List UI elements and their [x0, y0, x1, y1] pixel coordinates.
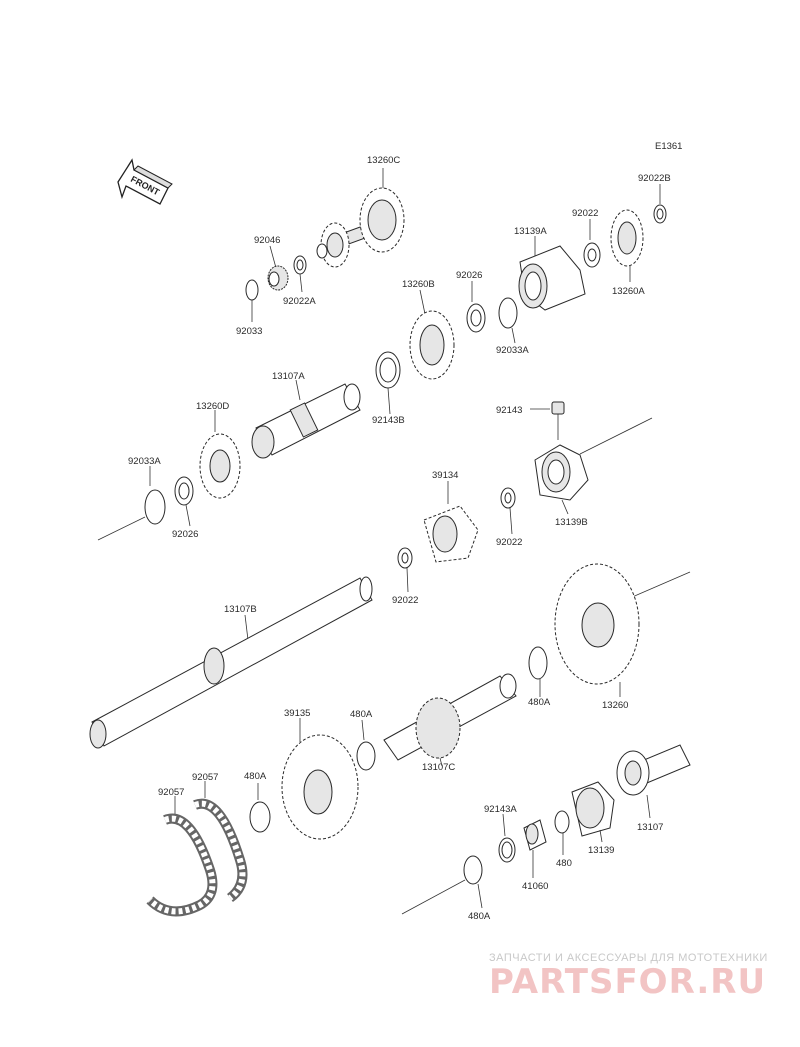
front-arrow-icon: FRONT [117, 158, 173, 205]
label-13139a: 13139A [514, 226, 547, 237]
label-13107: 13107 [637, 822, 663, 833]
label-39134: 39134 [432, 470, 458, 481]
part-92046-bearing [267, 245, 289, 291]
label-13107b: 13107B [224, 604, 257, 615]
label-13260a: 13260A [612, 286, 645, 297]
part-13260c-gear [316, 168, 405, 268]
part-13139b-hub [534, 417, 653, 515]
label-92057-b: 92057 [192, 772, 218, 783]
part-13260-gear [554, 563, 691, 697]
label-92022-top: 92022 [572, 208, 598, 219]
part-480a-circlip-mid [356, 719, 376, 771]
part-92033-circlip [245, 279, 259, 322]
part-92022-washer-low [397, 547, 413, 593]
part-92026-washer-top [466, 281, 486, 333]
label-13260c: 13260C [367, 155, 400, 166]
label-41060: 41060 [522, 881, 548, 892]
part-39135-gear [281, 718, 359, 840]
label-92143: 92143 [496, 405, 522, 416]
part-480a-circlip-bottom [401, 855, 483, 915]
part-13139-hub [571, 781, 615, 843]
label-92022a: 92022A [283, 296, 316, 307]
part-92033a-circlip-top [498, 297, 518, 344]
label-92033: 92033 [236, 326, 262, 337]
part-92057-chain [146, 781, 248, 917]
label-13260b: 13260B [402, 279, 435, 290]
label-92022-low: 92022 [392, 595, 418, 606]
label-480a-mid: 480A [350, 709, 373, 720]
part-480-circlip [554, 810, 570, 855]
label-92143a: 92143A [484, 804, 517, 815]
part-92026-washer-left [174, 476, 194, 527]
part-39134-sprocket [423, 481, 479, 563]
label-480: 480 [556, 858, 572, 869]
watermark: ЗАПЧАСТИ И АКСЕССУАРЫ ДЛЯ МОТОТЕХНИКИ PA… [489, 952, 768, 1002]
part-92143-pin [530, 401, 565, 440]
label-13139b: 13139B [555, 517, 588, 528]
label-92026-left: 92026 [172, 529, 198, 540]
part-13260d-gear [199, 410, 241, 499]
part-13107-shaft [616, 744, 691, 819]
label-92057-a: 92057 [158, 787, 184, 798]
part-92022a-washer [293, 255, 307, 293]
part-92143b-collar [375, 351, 401, 415]
diagram-code: E1361 [655, 141, 682, 152]
label-92022-mid: 92022 [496, 537, 522, 548]
label-92026-top: 92026 [456, 270, 482, 281]
label-480a-right: 480A [528, 697, 551, 708]
label-480a-bottom: 480A [468, 911, 491, 922]
label-92046: 92046 [254, 235, 280, 246]
label-480a-left: 480A [244, 771, 267, 782]
part-480a-circlip-left [249, 783, 271, 833]
label-13107c: 13107C [422, 762, 455, 773]
label-13139: 13139 [588, 845, 614, 856]
part-41060-spacer [523, 819, 547, 878]
label-92033a-top: 92033A [496, 345, 529, 356]
part-480a-circlip-right [528, 646, 548, 697]
label-39135: 39135 [284, 708, 310, 719]
part-13139a-sleeve [518, 236, 586, 311]
part-13107b-shaft [89, 576, 373, 749]
part-13260b-gear [409, 289, 455, 380]
part-13107c-shaft [383, 673, 517, 767]
part-92143a-collar [498, 813, 516, 863]
watermark-brand: PARTSFOR.RU [489, 962, 766, 1002]
label-13260d: 13260D [196, 401, 229, 412]
part-92022-washer-mid [500, 487, 516, 535]
label-92022b: 92022B [638, 173, 671, 184]
part-13260a-gear [610, 209, 644, 282]
label-13260: 13260 [602, 700, 628, 711]
label-92033a-left: 92033A [128, 456, 161, 467]
part-92033a-circlip-left [97, 466, 166, 541]
part-13107a-shaft [251, 379, 361, 459]
label-13107a: 13107A [272, 371, 305, 382]
part-92022b-washer [653, 184, 667, 224]
watermark-subtitle: ЗАПЧАСТИ И АКСЕССУАРЫ ДЛЯ МОТОТЕХНИКИ [489, 952, 768, 964]
label-92143b: 92143B [372, 415, 405, 426]
part-92022-washer-top [583, 219, 601, 268]
